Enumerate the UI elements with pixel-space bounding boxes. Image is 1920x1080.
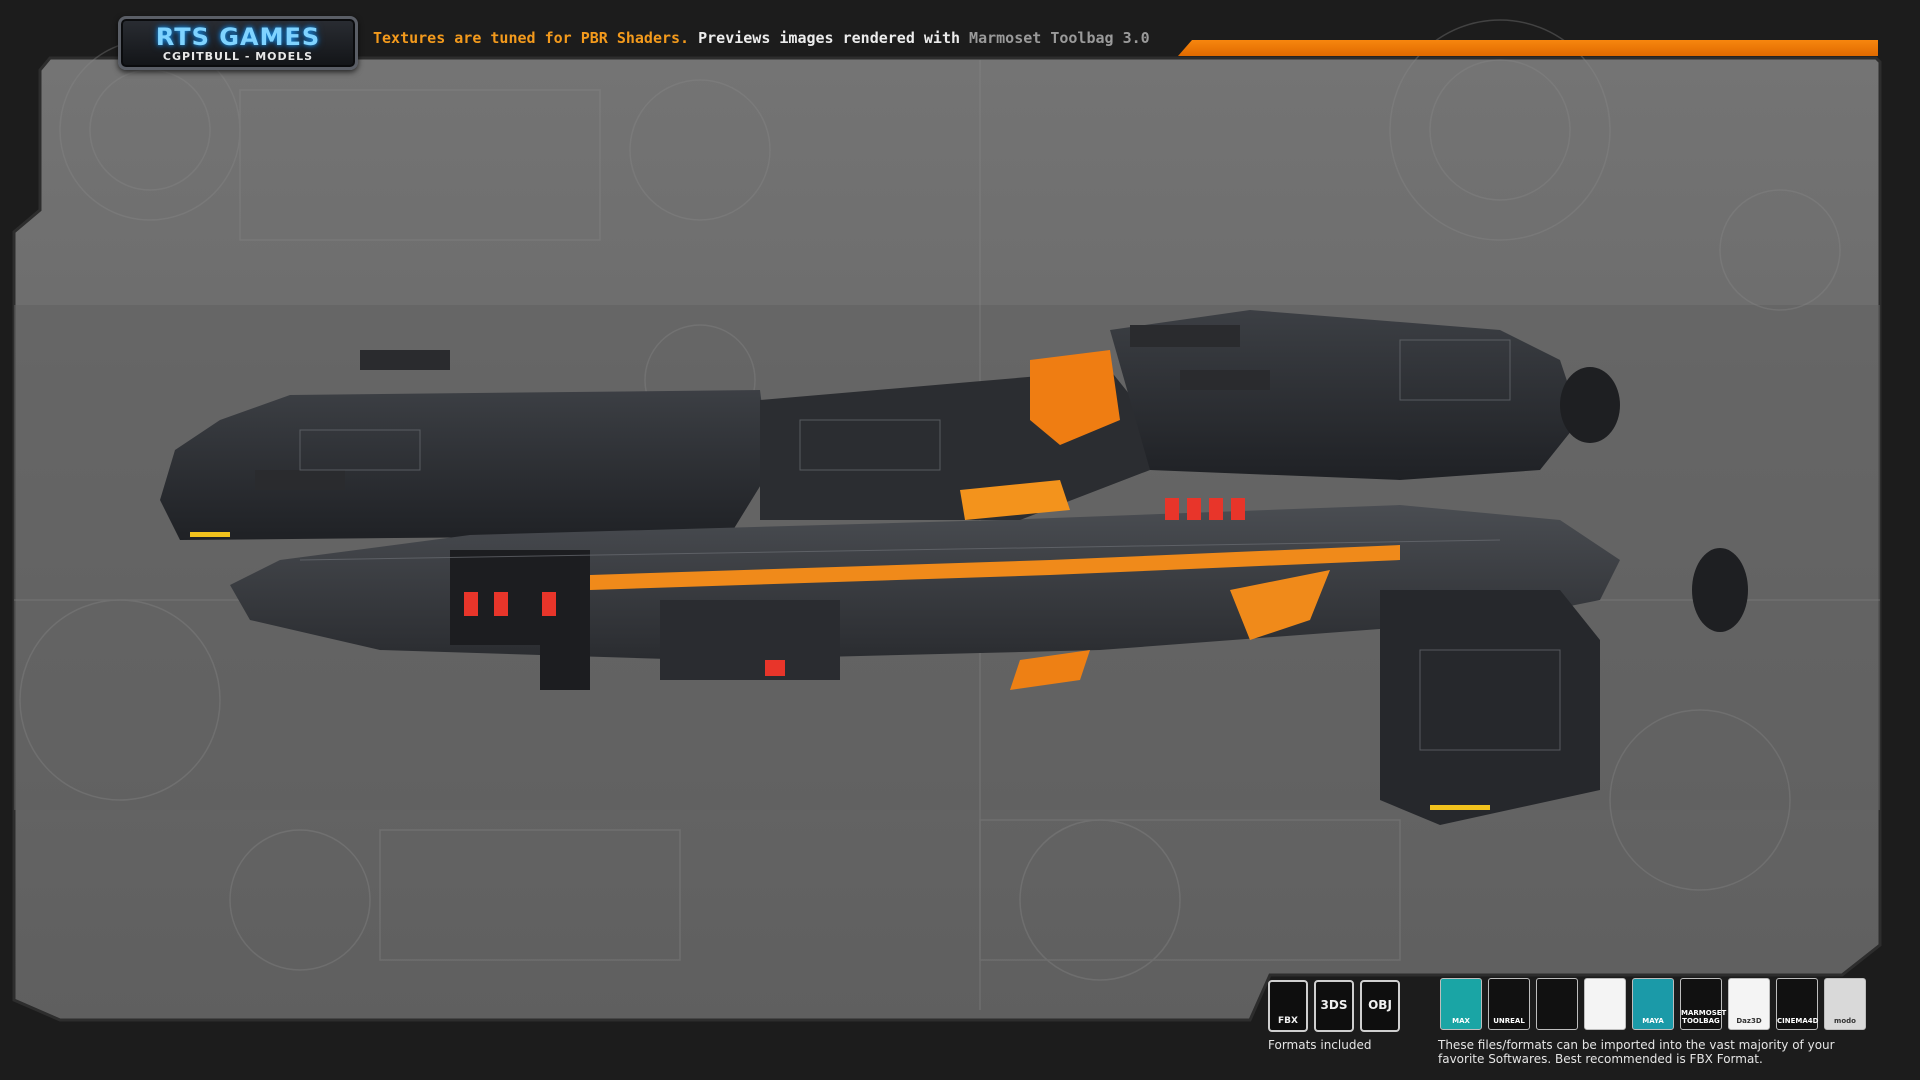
header-marmoset-text: Marmoset Toolbag 3.0 bbox=[969, 29, 1150, 47]
formats-included-label: Formats included bbox=[1268, 1038, 1372, 1052]
3ds-max-icon: MAX bbox=[1440, 978, 1482, 1030]
rts-games-logo: RTS GAMES CGPITBULL - MODELS bbox=[118, 16, 358, 70]
unity-icon bbox=[1536, 978, 1578, 1030]
cinema4d-icon: CINEMA4D bbox=[1776, 978, 1818, 1030]
spaceship-illustration bbox=[160, 310, 1748, 825]
maya-icon: MAYA bbox=[1632, 978, 1674, 1030]
header-orange-bar bbox=[1178, 40, 1878, 56]
header-preview-text: Previews images rendered with bbox=[689, 29, 970, 47]
unreal-engine-icon: UNREAL bbox=[1488, 978, 1530, 1030]
software-compat-label: These files/formats can be imported into… bbox=[1438, 1038, 1835, 1066]
logo-subtitle: CGPITBULL - MODELS bbox=[162, 50, 314, 63]
header-caption: Textures are tuned for PBR Shaders. Prev… bbox=[373, 29, 1150, 47]
fbx-format-icon: FBX bbox=[1268, 980, 1308, 1032]
daz3d-icon: Daz3D bbox=[1728, 978, 1770, 1030]
blender-icon bbox=[1584, 978, 1626, 1030]
3ds-format-icon: 3DS bbox=[1314, 980, 1354, 1032]
marmoset-icon: MARMOSET TOOLBAG bbox=[1680, 978, 1726, 1030]
obj-format-icon: OBJ bbox=[1360, 980, 1400, 1032]
logo-title: RTS GAMES bbox=[155, 23, 321, 51]
modo-icon: modo bbox=[1824, 978, 1866, 1030]
header-pbr-text: Textures are tuned for PBR Shaders. bbox=[373, 29, 690, 47]
